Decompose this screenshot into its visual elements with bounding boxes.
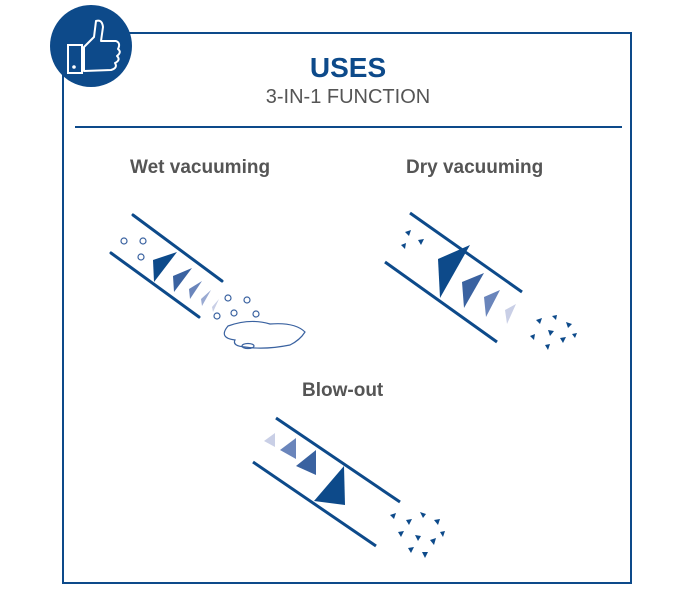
thumbs-up-icon xyxy=(67,19,121,74)
content-frame xyxy=(62,32,632,584)
divider xyxy=(75,126,622,128)
blow-out-illustration xyxy=(252,416,445,558)
dry-vacuuming-label: Dry vacuuming xyxy=(406,157,544,178)
thumbs-up-badge xyxy=(50,5,132,87)
blow-out-label: Blow-out xyxy=(302,380,384,401)
debris-particles-icon xyxy=(390,512,445,558)
wet-vacuuming-label: Wet vacuuming xyxy=(130,157,271,178)
wet-vacuuming-illustration xyxy=(109,213,306,350)
dust-particles-icon xyxy=(401,230,577,350)
page-title: USES xyxy=(309,52,387,83)
dry-vacuuming-illustration xyxy=(384,211,577,350)
page-subtitle: 3-IN-1 FUNCTION xyxy=(265,86,431,108)
water-drops-icon xyxy=(120,237,306,350)
